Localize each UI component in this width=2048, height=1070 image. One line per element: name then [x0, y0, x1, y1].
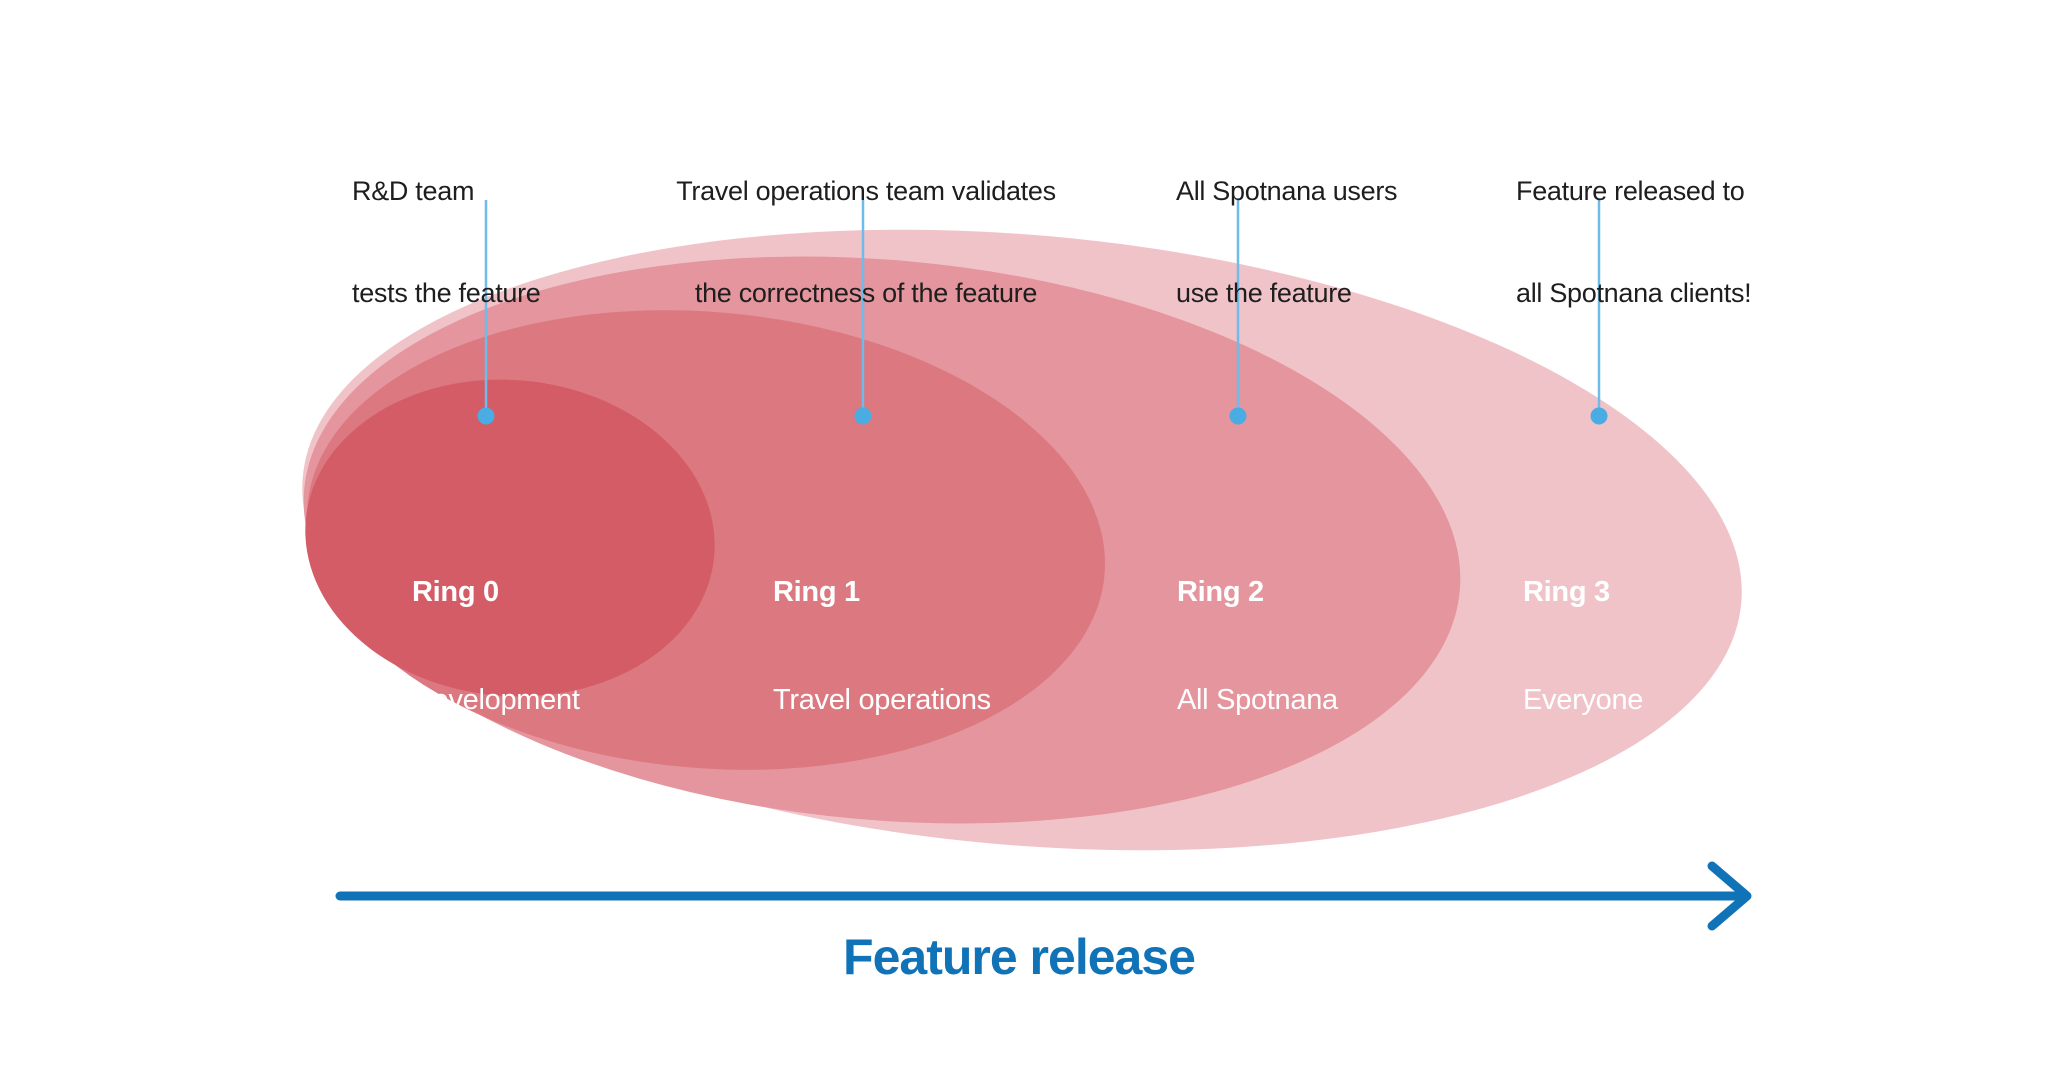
annotation-line: the correctness of the feature: [694, 278, 1038, 308]
ring2-subtitle: All Spotnana: [1177, 684, 1338, 716]
annotation-line: tests the feature: [352, 278, 541, 308]
ring0-label: Ring 0 Development: [412, 502, 580, 790]
connector-dot-ring1: [854, 407, 872, 425]
annotation-line: All Spotnana users: [1176, 176, 1398, 206]
annotation-line: use the feature: [1176, 278, 1352, 308]
annotation-line: all Spotnana clients!: [1516, 278, 1752, 308]
annotation-ring2: All Spotnana users use the feature: [1176, 106, 1398, 378]
annotation-line: Travel operations team validates: [676, 176, 1056, 206]
ring1-subtitle: Travel operations: [773, 684, 991, 716]
annotation-line: Feature released to: [1516, 176, 1745, 206]
ring3-name: Ring 3: [1523, 576, 1610, 608]
ring3-label: Ring 3 Everyone: [1523, 502, 1643, 790]
ring2-label: Ring 2 All Spotnana: [1177, 502, 1338, 790]
annotation-line: R&D team: [352, 176, 475, 206]
ring0-subtitle: Development: [412, 684, 580, 716]
feature-release-title: Feature release: [843, 929, 1196, 985]
ring3-subtitle: Everyone: [1523, 684, 1644, 716]
connector-dot-ring3: [1590, 407, 1608, 425]
connector-dot-ring2: [1229, 407, 1247, 425]
ring0-ellipse: [305, 379, 715, 697]
annotation-ring1: Travel operations team validates the cor…: [656, 106, 1076, 378]
ring2-name: Ring 2: [1177, 576, 1264, 608]
ring0-name: Ring 0: [412, 576, 499, 608]
annotation-ring0: R&D team tests the feature: [352, 106, 541, 378]
ring1-name: Ring 1: [773, 576, 860, 608]
connector-dot-ring0: [477, 407, 495, 425]
arrow-right-icon: [1707, 861, 1752, 931]
annotation-ring3: Feature released to all Spotnana clients…: [1516, 106, 1752, 378]
ring1-label: Ring 1 Travel operations: [773, 502, 991, 790]
